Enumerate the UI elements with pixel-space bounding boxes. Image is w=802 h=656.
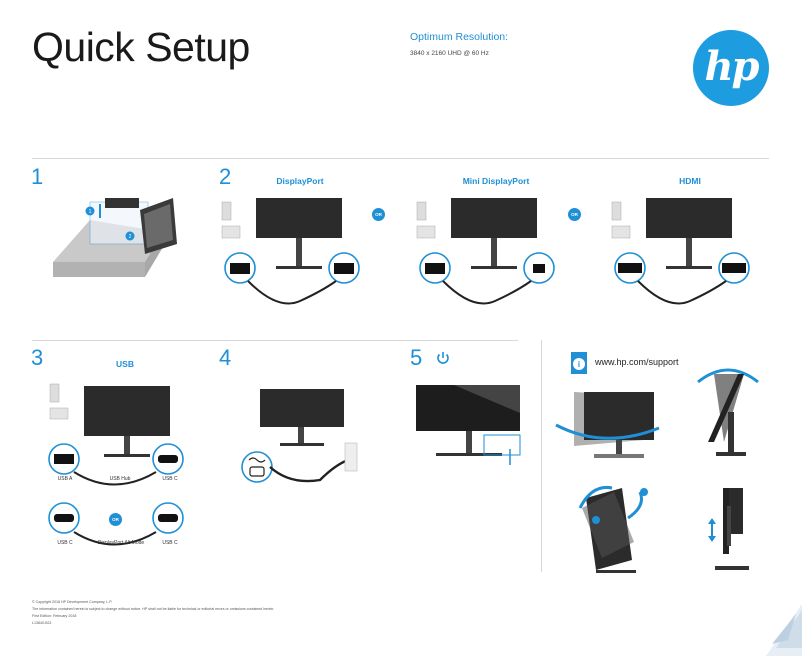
label-usb-a: USB A [57,476,73,482]
or-badge-usb: OR [109,513,122,526]
power-icon [437,352,449,364]
top-divider [32,158,769,159]
resolution-label: Optimum Resolution: [410,31,509,43]
or-badge-1: OR [372,208,385,221]
copyright: © Copyright 2018 HP Development Company,… [32,600,113,604]
power-connection-illustration [241,389,358,483]
step-2-number: 2 [219,164,232,189]
label-usb-c-left: USB C [57,540,73,546]
label-displayport-alt-mode: DisplayPort Alt Mode [97,540,145,546]
stand-attach-illustration: 1 2 [53,198,177,277]
step-1-number: 1 [31,164,44,189]
heading-displayport: DisplayPort [276,176,324,186]
resolution-value: 3840 x 2160 UHD @ 60 Hz [410,50,489,57]
step-5-number: 5 [410,345,423,370]
height-adjust-illustration [708,488,749,570]
label-usb-c-right-2: USB C [162,540,178,546]
disclaimer: The information contained herein is subj… [32,607,275,611]
heading-usb: USB [116,359,134,369]
tilt-illustration [697,368,759,456]
svg-text:2: 2 [129,234,132,240]
info-document-icon: i [571,352,587,374]
or-badge-2: OR [568,208,581,221]
displayport-connection-illustration [221,198,360,305]
page-curl-corner [766,604,802,656]
hp-logo-text: hp [704,43,759,90]
pivot-illustration [578,485,648,573]
swivel-illustration [555,392,660,458]
power-on-illustration [416,385,521,465]
step-4-number: 4 [219,345,232,370]
svg-text:1: 1 [89,209,92,215]
hp-logo: hp [693,30,769,106]
middle-divider [32,340,518,341]
step-3-number: 3 [31,345,44,370]
support-url[interactable]: www.hp.com/support [595,357,679,367]
edition: First Edition: February 2018 [32,614,77,618]
page-title: Quick Setup [32,24,250,70]
heading-hdmi: HDMI [679,176,701,186]
label-usb-c-right: USB C [162,476,178,482]
label-usb-hub: USB Hub [109,476,131,482]
hdmi-connection-illustration [611,198,750,305]
mini-displayport-connection-illustration [416,198,555,305]
part-number: L13840-B21 [32,621,52,625]
usb-connection-illustration [48,383,184,546]
svg-text:i: i [578,360,580,369]
heading-mini-displayport: Mini DisplayPort [462,176,530,186]
support-divider [541,340,542,572]
